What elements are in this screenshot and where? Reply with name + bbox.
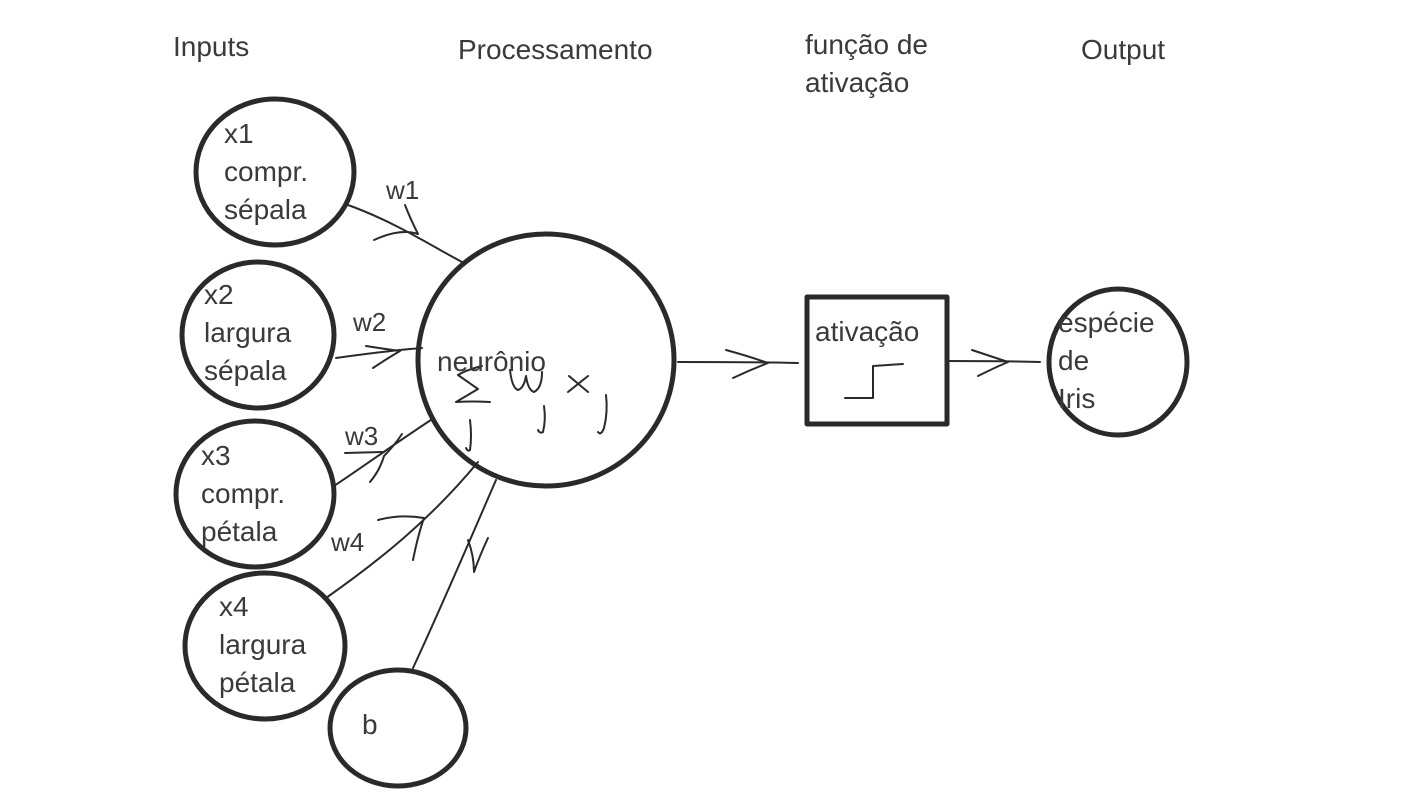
input-measure: largura (219, 629, 307, 660)
arrowhead-neuron-activation (725, 349, 769, 379)
input-measure: compr. (224, 156, 309, 187)
weighted-sum-formula (455, 365, 608, 452)
input-id: x2 (204, 279, 234, 310)
output-node (1046, 286, 1190, 438)
w-index-j (537, 405, 546, 434)
activation-box-label: ativação (815, 316, 920, 347)
arrowhead-activation-output (971, 349, 1009, 377)
w3-underline (344, 451, 385, 454)
weight-label-w3: w3 (345, 421, 379, 451)
input-label-x4: x4 largura pétala (219, 588, 306, 702)
activation-title-line1: função de (805, 29, 928, 60)
input-measure: largura (204, 317, 292, 348)
input-id: x4 (219, 591, 249, 622)
input-part: pétala (219, 667, 296, 698)
processing-column-title: Processamento (458, 34, 653, 65)
input-label-x3: x3 compr. pétala (201, 437, 285, 551)
bias-label: b (362, 709, 378, 740)
bias-node (327, 667, 469, 789)
weight-label-w2: w2 (353, 307, 387, 337)
input-node-x2 (179, 259, 337, 411)
w-symbol (509, 369, 543, 393)
input-node-x1 (193, 96, 357, 248)
sum-index-j (465, 419, 472, 452)
weight-label-w1: w1 (386, 175, 420, 205)
input-measure: compr. (201, 478, 286, 509)
activation-title-line2: ativação (805, 67, 910, 98)
input-node-x4 (182, 570, 348, 722)
activation-column-title: função de ativação (805, 26, 928, 102)
arrowhead-x3 (369, 433, 403, 483)
input-node-x3 (173, 418, 337, 570)
output-line1: espécie (1058, 307, 1155, 338)
inputs-column-title: Inputs (173, 31, 250, 62)
edge-x2 (335, 347, 423, 359)
arrowhead-x2 (365, 345, 401, 369)
input-part: sépala (204, 355, 287, 386)
sigma-symbol (455, 365, 491, 403)
output-column-title: Output (1081, 34, 1166, 65)
neuron-label: neurônio (437, 346, 546, 377)
edge-neuron-activation (677, 361, 799, 364)
edge-x4 (325, 461, 479, 599)
times-symbol (567, 375, 589, 393)
arrowhead-bias (467, 537, 489, 573)
weight-label-w4: w4 (331, 527, 365, 557)
input-part: sépala (224, 194, 307, 225)
input-id: x1 (224, 118, 254, 149)
step-function-icon (844, 363, 904, 399)
input-part: pétala (201, 516, 278, 547)
output-node-label: espécie de Iris (1058, 304, 1155, 418)
output-line3: Iris (1058, 383, 1096, 414)
input-label-x2: x2 largura sépala (204, 276, 291, 390)
arrowhead-x1 (373, 204, 419, 241)
edge-x1 (347, 204, 463, 263)
x-index-j (597, 394, 608, 435)
input-id: x3 (201, 440, 231, 471)
arrowhead-x4 (377, 515, 425, 561)
output-line2: de (1058, 345, 1090, 376)
edge-bias (412, 479, 497, 669)
neuron-node (415, 231, 677, 489)
edge-x3 (333, 417, 435, 487)
input-label-x1: x1 compr. sépala (224, 115, 308, 229)
edge-activation-output (946, 360, 1041, 363)
